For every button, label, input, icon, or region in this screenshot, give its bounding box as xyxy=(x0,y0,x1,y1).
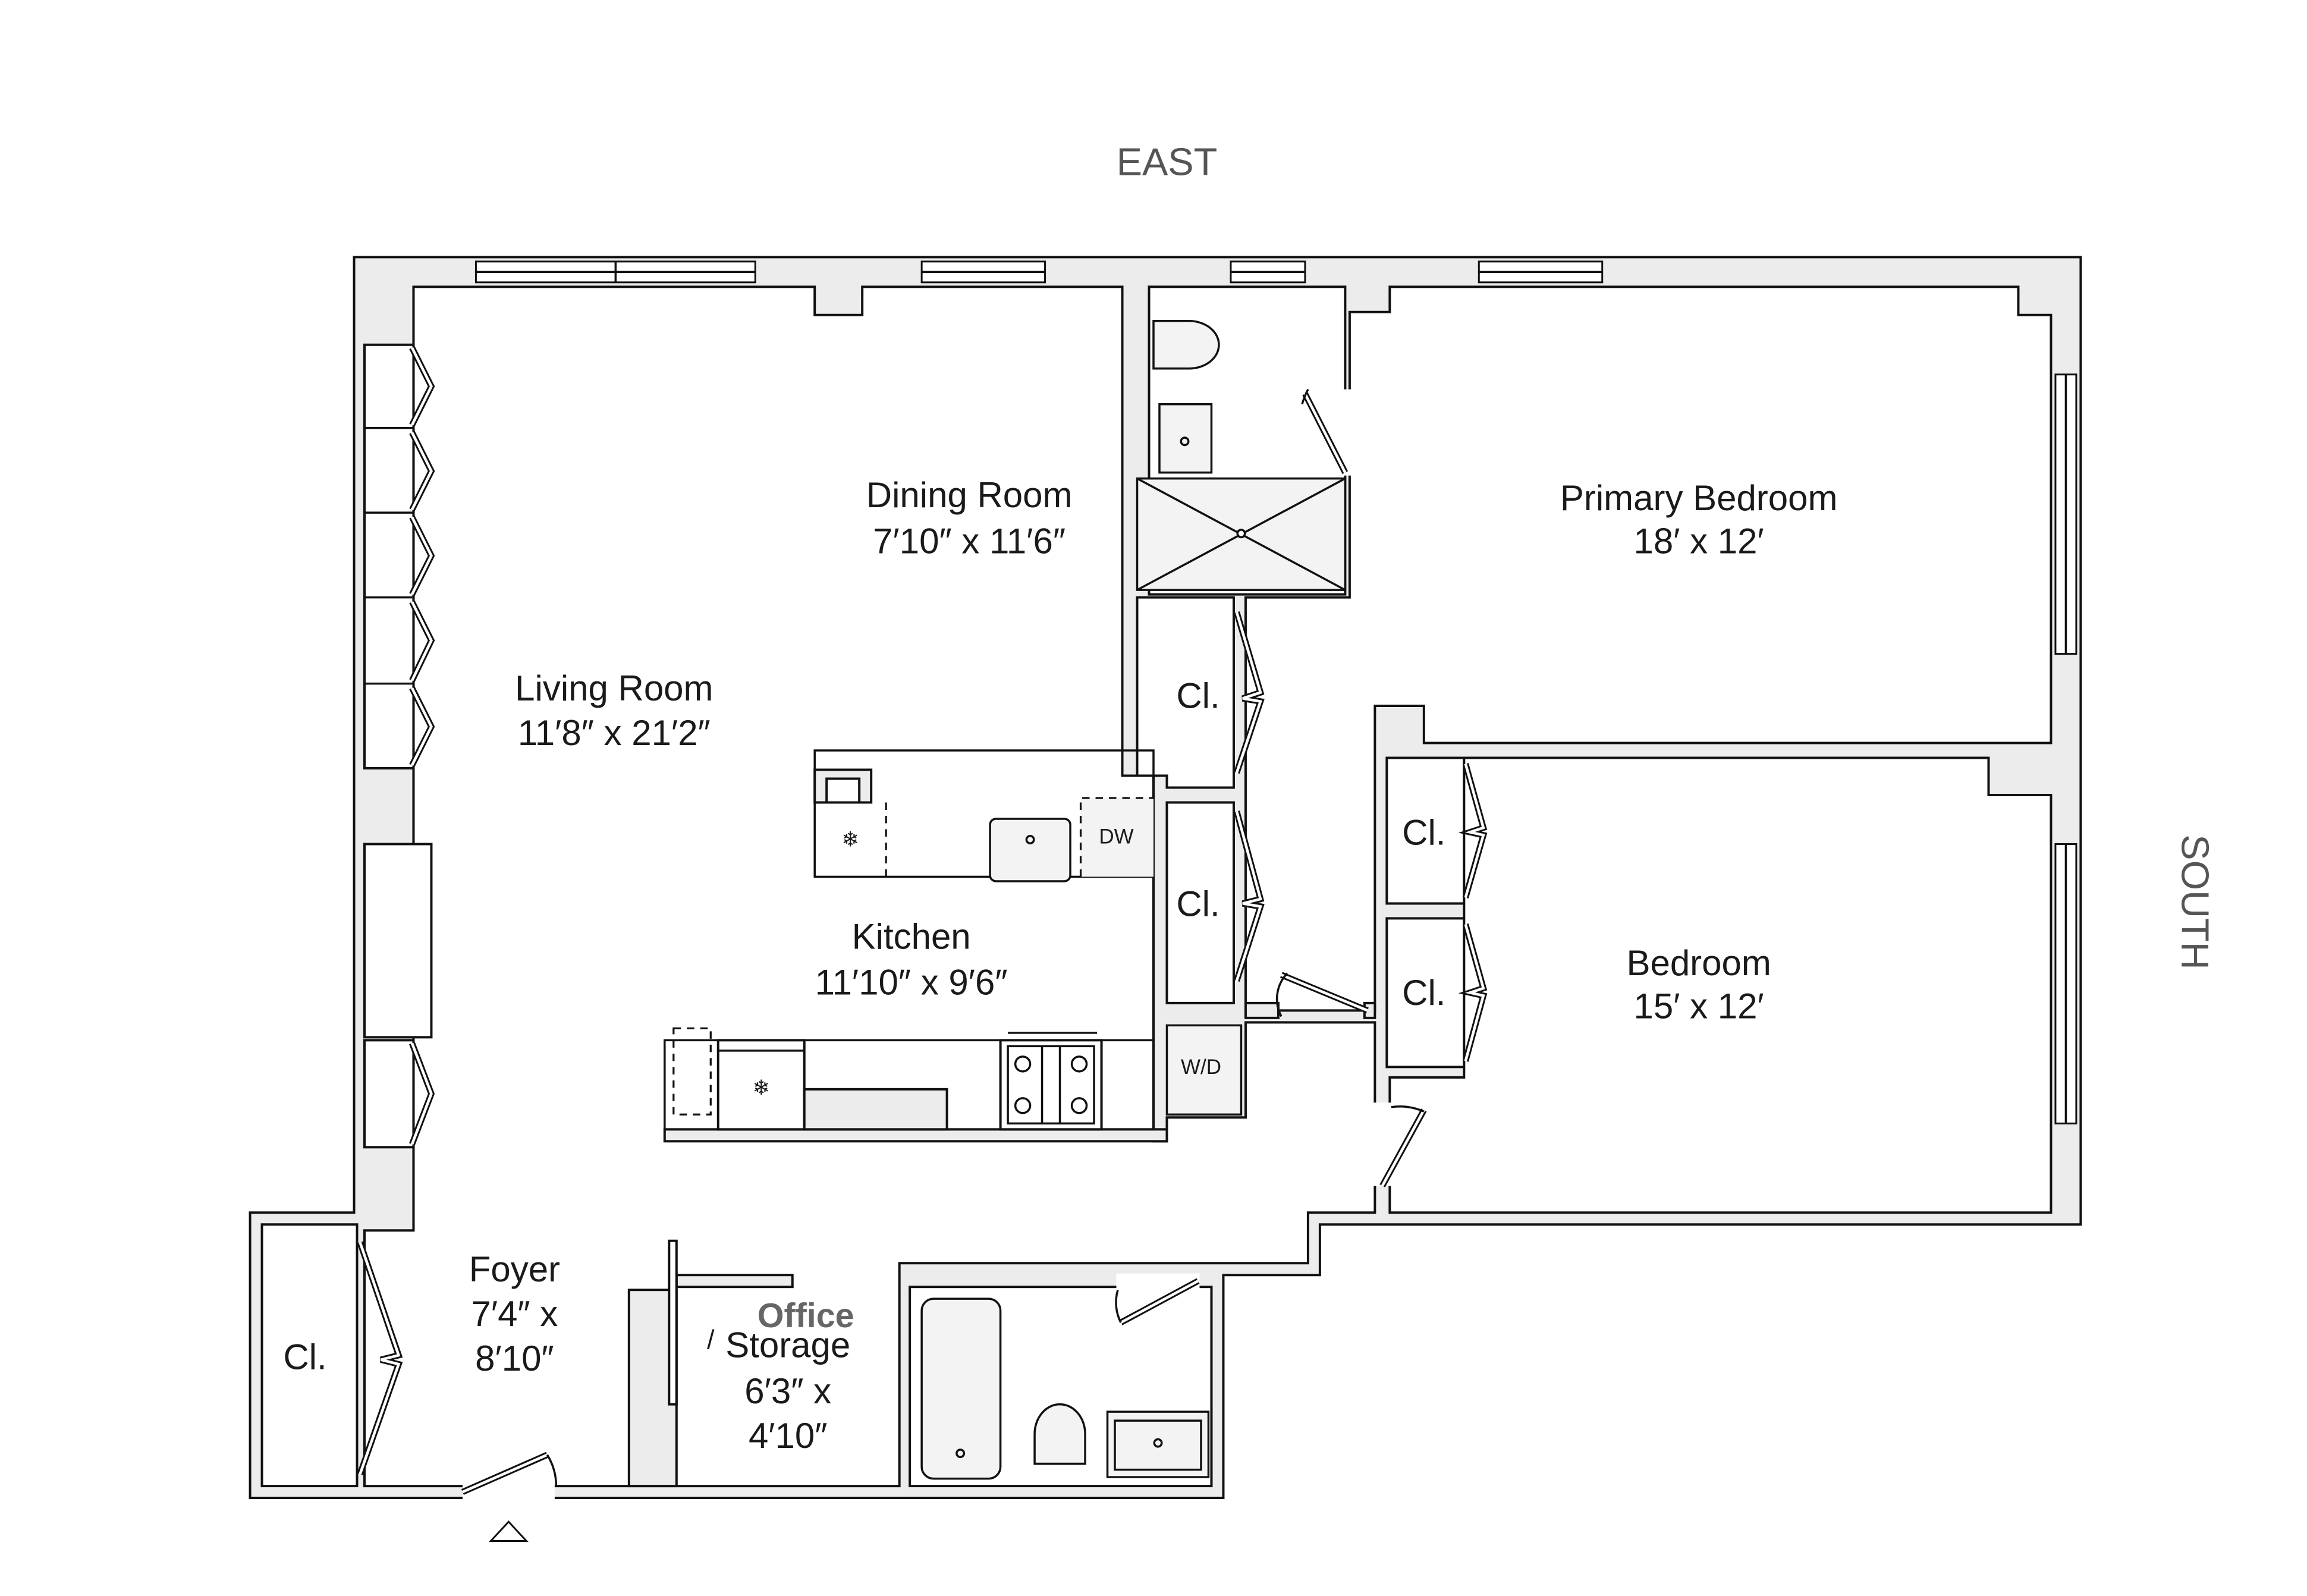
door-leaf-inner xyxy=(1120,1280,1199,1324)
storage-name: Storage xyxy=(725,1325,850,1365)
windows xyxy=(474,260,2077,1124)
door-leaf-inner xyxy=(410,687,433,766)
door-leaf-inner xyxy=(1464,763,1485,898)
door-swing-arc xyxy=(1391,1105,1425,1113)
door-leaf-inner xyxy=(410,601,433,681)
foyer-name: Foyer xyxy=(469,1249,560,1289)
closet-label: Cl. xyxy=(1176,676,1219,715)
doors xyxy=(357,346,1488,1495)
office-dims-1: 6′3″ x xyxy=(744,1371,831,1411)
built-in-cabinets xyxy=(363,343,433,1149)
door-leaf-inner xyxy=(462,1453,548,1494)
stove-burners-icon xyxy=(1007,1045,1095,1125)
kitchen-upper-counter: ❄ DW xyxy=(813,749,1155,882)
door-leaf-inner xyxy=(410,1042,433,1145)
door-leaf-inner xyxy=(1235,611,1262,774)
toilet-icon xyxy=(1033,1403,1086,1465)
bedroom-floor xyxy=(1388,756,2053,1214)
office-slash: / xyxy=(707,1325,715,1355)
foyer-dims-1: 7′4″ x xyxy=(471,1294,558,1334)
dishwasher-label: DW xyxy=(1099,825,1133,849)
closet-label: Cl. xyxy=(1402,973,1445,1013)
door-swing-arc xyxy=(1275,972,1288,1017)
kitchen-dims: 11′10″ x 9′6″ xyxy=(815,963,1008,1003)
range xyxy=(999,1039,1103,1131)
door-leaf-inner xyxy=(1381,1109,1425,1187)
closet-foyer xyxy=(260,1223,359,1488)
living-room-name: Living Room xyxy=(515,668,713,708)
bathtub-icon xyxy=(920,1297,1002,1480)
primary-bedroom-dims: 18′ x 12′ xyxy=(1634,521,1764,561)
foyer-dims-2: 8′10″ xyxy=(475,1339,554,1378)
kitchen-counter-wall xyxy=(663,1128,1168,1143)
toilet-icon xyxy=(1152,320,1220,370)
washer-dryer xyxy=(1165,1024,1243,1116)
kitchen-sink-icon xyxy=(989,818,1071,882)
closet-hall-1 xyxy=(1136,596,1235,789)
freezer-icon: ❄ xyxy=(842,828,859,852)
washer-dryer-label: W/D xyxy=(1181,1055,1221,1079)
kitchen-lower-counter: ❄ xyxy=(664,1027,1155,1131)
office-name: Office xyxy=(758,1297,854,1335)
closet-hall-2 xyxy=(1165,801,1235,1004)
office-dims-2: 4′10″ xyxy=(749,1416,828,1456)
dining-room-name: Dining Room xyxy=(866,475,1073,515)
door-leaf-inner xyxy=(410,432,433,511)
living-room-dims: 11′8″ x 21′2″ xyxy=(518,713,711,753)
upper-bath-door-opening xyxy=(1343,389,1353,476)
office-top-wall xyxy=(675,1274,794,1289)
bedroom-name: Bedroom xyxy=(1626,943,1771,983)
primary-bedroom-name: Primary Bedroom xyxy=(1560,478,1838,518)
closet-bedroom-1 xyxy=(1385,756,1466,905)
entrance-arrow-icon xyxy=(488,1520,529,1542)
closet-bedroom-2 xyxy=(1385,917,1466,1069)
kitchen-name: Kitchen xyxy=(852,916,971,956)
closet-label: Cl. xyxy=(1402,812,1445,852)
door-leaf-inner xyxy=(410,347,433,426)
closet-label: Cl. xyxy=(283,1337,326,1377)
hall-wall-stub xyxy=(1244,1001,1280,1019)
compass-south: SOUTH xyxy=(2174,834,2217,969)
door-leaf-inner xyxy=(1303,393,1347,473)
living-dining-kitchen-floor xyxy=(363,285,1376,1488)
office-sliding-door[interactable] xyxy=(668,1239,678,1406)
door-leaf-inner xyxy=(410,516,433,595)
door-swing-arc xyxy=(1301,388,1309,405)
bedroom-dims: 15′ x 12′ xyxy=(1634,986,1764,1026)
compass-east: EAST xyxy=(1117,140,1218,184)
door-leaf-inner xyxy=(1235,810,1262,982)
door-swing-arc xyxy=(1115,1289,1122,1323)
refrigerator-icon: ❄ xyxy=(753,1076,770,1099)
closet-label: Cl. xyxy=(1176,884,1219,923)
vanity-sink-icon xyxy=(1106,1410,1210,1478)
refrigerator xyxy=(716,1039,806,1131)
door-leaf-inner xyxy=(1281,973,1368,1012)
door-leaf-inner xyxy=(359,1242,401,1475)
door-swing-arc xyxy=(546,1454,558,1487)
dining-room-dims: 7′10″ x 11′6″ xyxy=(873,521,1066,561)
door-leaf-inner xyxy=(1464,923,1485,1061)
